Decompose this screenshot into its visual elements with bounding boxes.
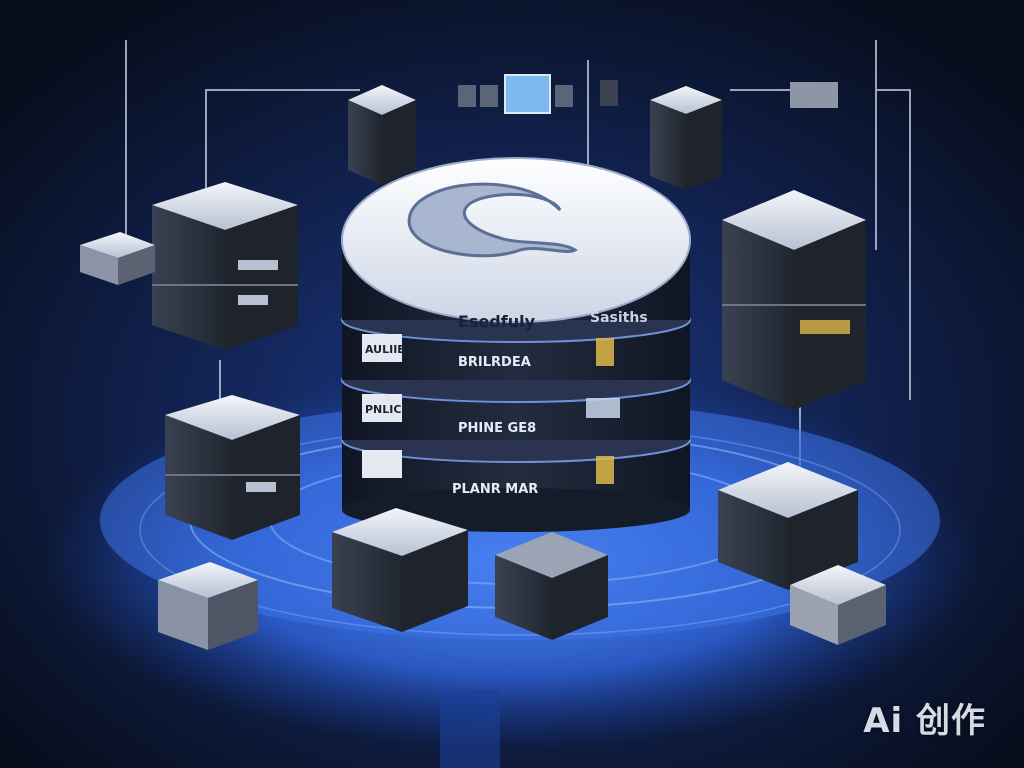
small-panel-icon — [458, 85, 476, 107]
server-box-left-mid — [165, 395, 300, 540]
small-panel-icon — [480, 85, 498, 107]
server-box-left-bottom — [158, 562, 258, 650]
server-box-right-mid — [718, 462, 858, 590]
server-box-front-right — [495, 532, 608, 640]
small-device-icon — [790, 82, 838, 108]
server-box-front-left — [332, 508, 468, 632]
cylinder-band1-right-label: Sasiths — [590, 310, 648, 326]
database-cylinder — [341, 157, 691, 532]
small-panel-icon — [600, 80, 618, 106]
cylinder-band4-center-label: PLANR MAR — [452, 482, 538, 497]
server-box-top-right — [650, 86, 722, 190]
monitor-icon — [504, 74, 551, 114]
server-box-right-bottom — [790, 565, 886, 645]
cylinder-band2-center-label: BRILRDEA — [458, 355, 531, 370]
cylinder-band3-center-label: PHINE GE8 — [458, 421, 536, 436]
cylinder-band2-left-label: AULIIE — [365, 343, 405, 356]
watermark-text: Ai 创作 — [863, 701, 986, 741]
server-box-left-top — [152, 182, 298, 350]
cylinder-band3-left-label: PNLICR — [365, 403, 410, 416]
cylinder-band1-left-label: Esedfuly — [458, 312, 536, 331]
server-box-top-left — [348, 85, 416, 185]
swirl-logo-icon — [407, 182, 578, 258]
cylinder-labels: Esedfuly Sasiths AULIIE BRILRDEA PNLICR … — [365, 310, 648, 497]
server-box-left-small — [80, 232, 155, 285]
server-box-right-top — [722, 190, 866, 410]
small-panel-icon — [555, 85, 573, 107]
top-icons — [458, 74, 838, 114]
